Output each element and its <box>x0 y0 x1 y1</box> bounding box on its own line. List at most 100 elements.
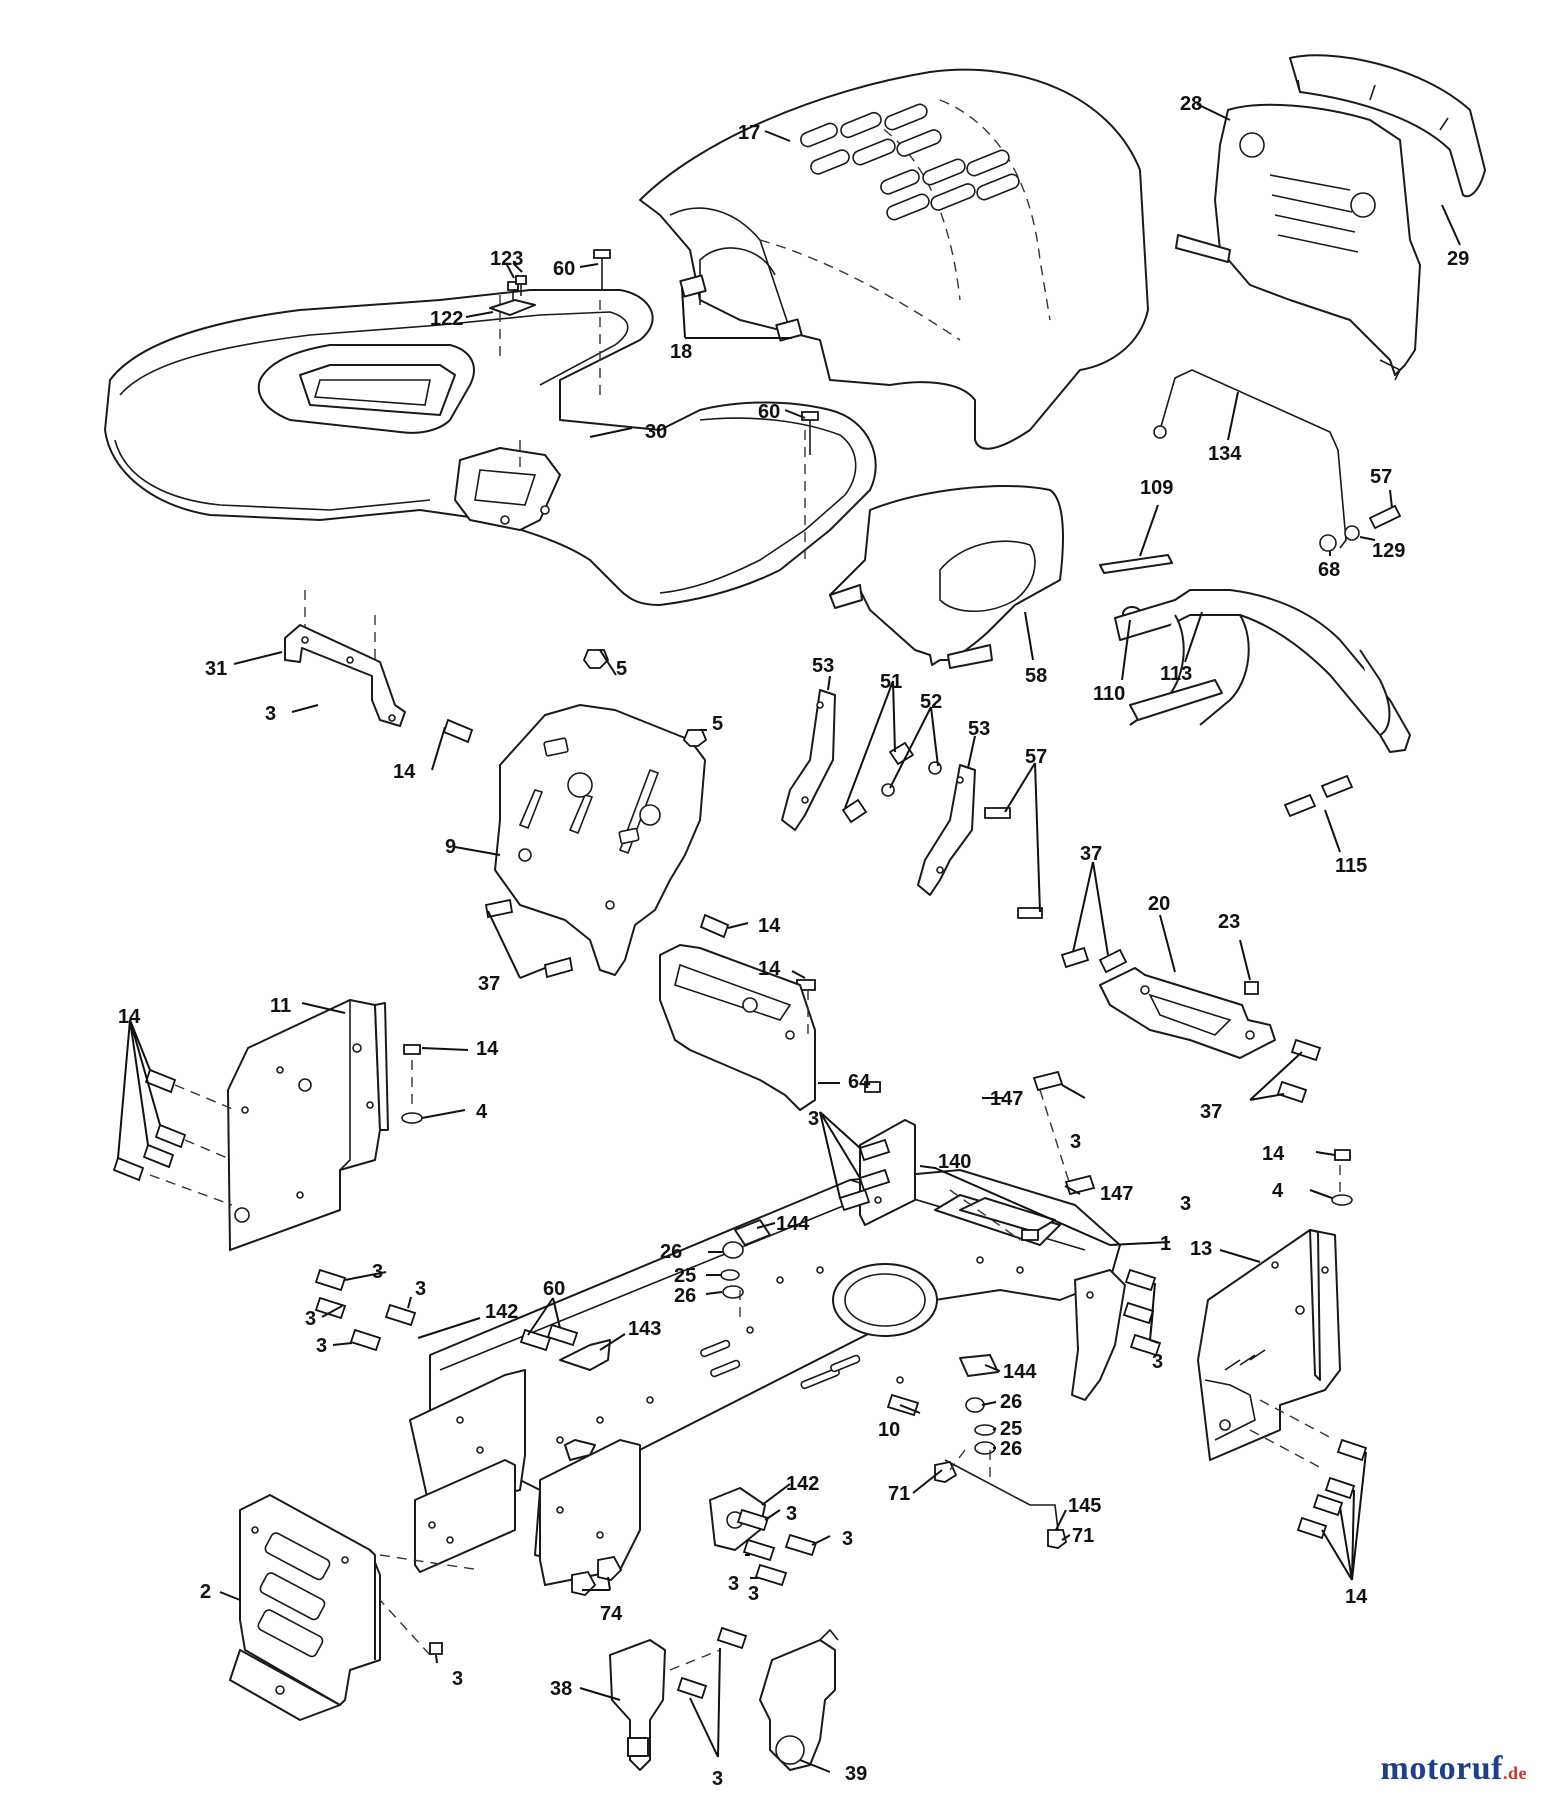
part-label: 144 <box>1003 1361 1037 1383</box>
part-label: 3 <box>316 1335 327 1357</box>
nut-part <box>597 1555 623 1581</box>
side-panel-right-part <box>1197 1229 1341 1461</box>
washer-part <box>1331 1194 1353 1206</box>
part-label: 3 <box>372 1261 383 1283</box>
part-label: 37 <box>478 973 500 995</box>
watermark-suffix: .de <box>1503 1763 1527 1783</box>
part-label: 122 <box>430 308 463 330</box>
bolt-part <box>1334 1149 1351 1161</box>
part-label: 23 <box>1218 911 1240 933</box>
part-label: 14 <box>393 761 416 783</box>
part-label: 110 <box>1093 683 1125 705</box>
brace-part <box>781 689 1043 919</box>
part-label: 144 <box>776 1213 810 1235</box>
part-label: 147 <box>990 1088 1023 1110</box>
part-label: 9 <box>445 836 456 858</box>
axle-support-left-part <box>609 1639 666 1771</box>
part-label: 26 <box>1000 1391 1022 1413</box>
part-label: 26 <box>674 1285 696 1307</box>
bolt-part <box>112 1156 145 1182</box>
mount-plate-part <box>1060 946 1322 1104</box>
washer-part <box>965 1397 985 1413</box>
part-label: 13 <box>1190 1238 1212 1260</box>
part-label: 25 <box>1000 1418 1022 1440</box>
part-label: 142 <box>485 1301 518 1323</box>
bolt-part <box>1324 1476 1356 1500</box>
frame-slots <box>700 1339 861 1390</box>
fender-part <box>104 289 877 606</box>
nose-cover-part <box>1289 54 1486 198</box>
part-label: 38 <box>550 1678 572 1700</box>
bolt-part <box>699 913 730 939</box>
part-label: 3 <box>305 1308 316 1330</box>
link-part <box>1099 554 1173 574</box>
dash-bracket-part <box>494 704 706 976</box>
bolt-part <box>1336 1438 1368 1462</box>
part-label: 3 <box>1180 1193 1191 1215</box>
rear-bracket-part <box>409 1339 611 1573</box>
part-label: 5 <box>616 658 627 680</box>
axle-support-right-part <box>759 1628 839 1771</box>
part-label: 29 <box>1447 248 1469 270</box>
part-label: 60 <box>543 1278 565 1300</box>
part-label: 53 <box>812 655 834 677</box>
support-channel-part <box>659 944 816 1111</box>
part-label: 51 <box>880 671 902 693</box>
part-label: 64 <box>848 1071 871 1093</box>
part-label: 14 <box>118 1006 141 1028</box>
nut-part <box>1047 1529 1068 1549</box>
bolt-part <box>154 1123 187 1149</box>
part-label: 123 <box>490 248 523 270</box>
part-label: 1 <box>1160 1233 1171 1255</box>
handle-part <box>1114 589 1411 818</box>
part-label: 71 <box>1072 1525 1094 1547</box>
bolt-part <box>543 956 574 979</box>
hood-pad-part <box>679 274 803 342</box>
part-label: 58 <box>1025 665 1047 687</box>
part-label: 3 <box>1152 1351 1163 1373</box>
part-label: 31 <box>205 658 227 680</box>
washer-part <box>1344 525 1360 541</box>
bolt-part <box>142 1143 175 1169</box>
part-label: 3 <box>452 1668 463 1690</box>
rod-part <box>944 1459 1059 1531</box>
part-label: 3 <box>265 703 276 725</box>
part-label: 14 <box>758 915 781 937</box>
part-label: 2 <box>200 1581 211 1603</box>
part-label: 53 <box>968 718 990 740</box>
part-label: 3 <box>712 1768 723 1790</box>
grille-part <box>1175 103 1421 381</box>
bolt-part <box>403 1044 421 1055</box>
part-label: 52 <box>920 691 942 713</box>
watermark-logo: motoruf.de <box>1381 1750 1527 1788</box>
frame-bolts <box>314 1070 1162 1587</box>
part-label: 71 <box>888 1483 910 1505</box>
part-label: 17 <box>738 122 760 144</box>
part-label: 11 <box>270 995 291 1017</box>
part-label: 74 <box>600 1603 623 1625</box>
part-label: 18 <box>670 341 692 363</box>
support-rod-part <box>1153 369 1347 549</box>
part-label: 3 <box>786 1503 797 1525</box>
part-label: 57 <box>1370 466 1392 488</box>
axle-bracket-part <box>539 1439 766 1586</box>
part-label: 129 <box>1372 540 1405 562</box>
part-label: 115 <box>1335 855 1367 877</box>
part-labels: 17 28 29 123 122 60 18 30 60 134 57 129 … <box>118 93 1469 1790</box>
bolt-part <box>1296 1516 1328 1540</box>
part-label: 109 <box>1140 477 1173 499</box>
part-label: 39 <box>845 1763 867 1785</box>
washer-part <box>401 1112 423 1124</box>
part-label: 3 <box>808 1108 819 1130</box>
part-label: 60 <box>553 258 575 280</box>
part-label: 134 <box>1208 443 1242 465</box>
part-label: 113 <box>1160 663 1192 685</box>
part-label: 140 <box>938 1151 971 1173</box>
part-label: 3 <box>415 1278 426 1300</box>
washer-part <box>720 1269 740 1281</box>
part-label: 14 <box>1262 1143 1285 1165</box>
part-label: 3 <box>728 1573 739 1595</box>
side-panel-part <box>227 999 389 1251</box>
part-label: 68 <box>1318 559 1340 581</box>
part-label: 14 <box>476 1038 499 1060</box>
